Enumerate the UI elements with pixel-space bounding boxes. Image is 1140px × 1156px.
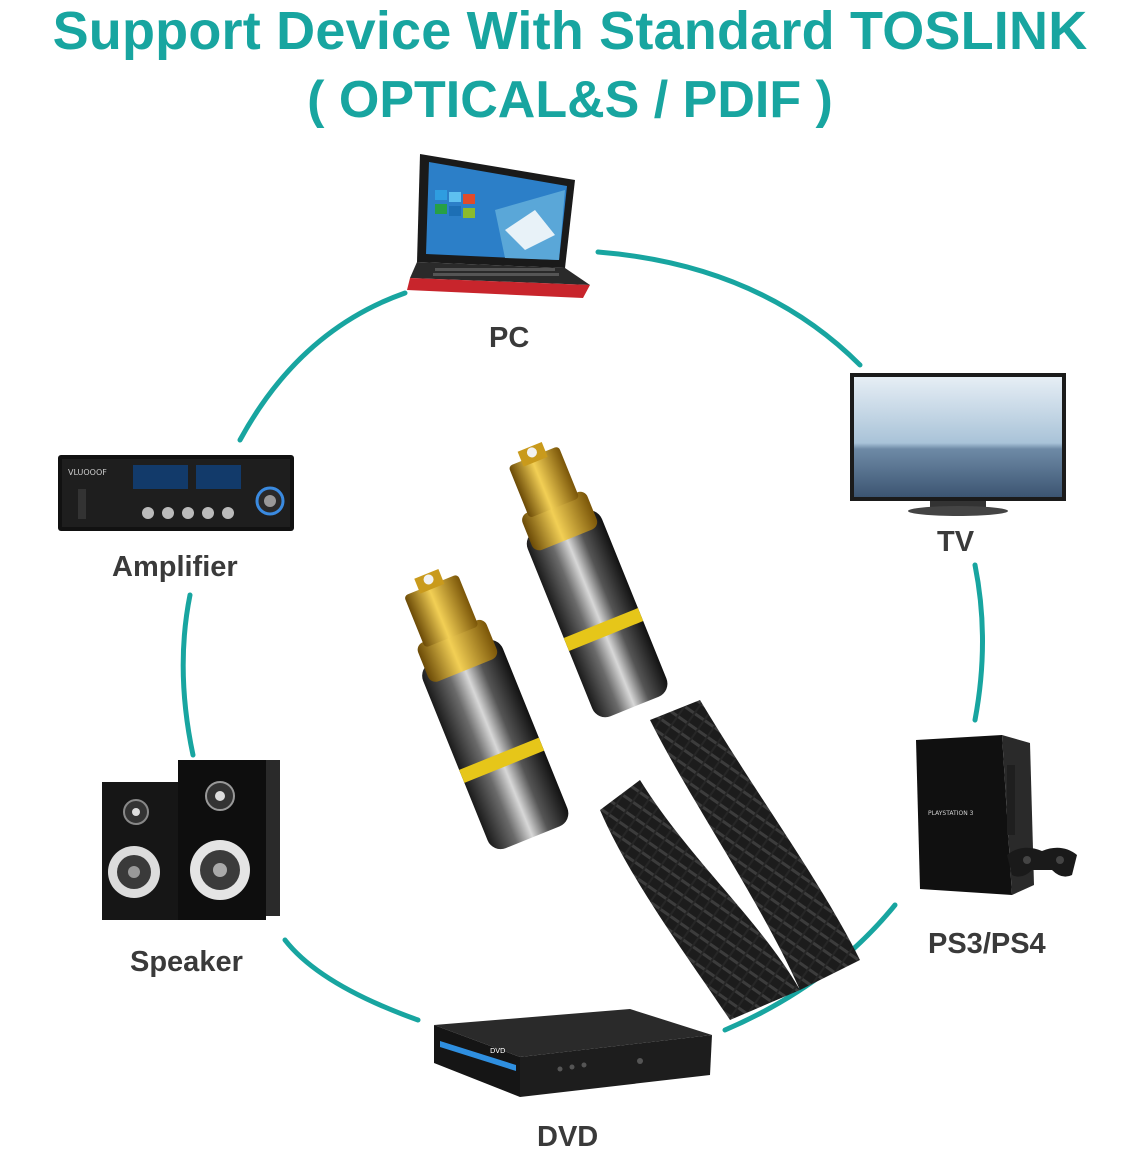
amplifier-label: Amplifier xyxy=(112,551,238,583)
connector-right xyxy=(509,441,668,718)
dvd-label: DVD xyxy=(537,1121,599,1153)
pc-label: PC xyxy=(489,322,530,354)
amplifier-brand: VLUOOOF xyxy=(68,468,107,477)
speaker-icon xyxy=(102,760,280,920)
game-console-icon: PLAYSTATION 3 xyxy=(916,735,1077,895)
speaker-label: Speaker xyxy=(130,946,243,978)
connector-left xyxy=(405,569,569,850)
ring-arc-amp-pc xyxy=(237,290,408,443)
page-title: Support Device With Standard TOSLINK xyxy=(52,1,1088,61)
tv-icon xyxy=(850,373,1066,516)
tv-label: TV xyxy=(937,526,975,558)
ring-arc-dvd-speaker xyxy=(282,937,421,1023)
dvd-player-icon: DVD xyxy=(434,1009,712,1097)
ps-label: PS3/PS4 xyxy=(928,928,1046,960)
ring-arc-tv-ps xyxy=(972,562,985,723)
cable-braid-right xyxy=(650,700,860,990)
amplifier-icon: VLUOOOF xyxy=(58,455,294,531)
ring-arc-pc-tv xyxy=(595,249,863,368)
cable-braid-left xyxy=(600,780,800,1020)
dvd-display-text: DVD xyxy=(490,1047,505,1055)
console-logo-text: PLAYSTATION 3 xyxy=(928,810,974,817)
ring-arc-speaker-amp xyxy=(180,592,196,758)
page-subtitle: ( OPTICAL&S / PDIF ) xyxy=(307,71,833,129)
laptop-icon xyxy=(407,154,590,298)
